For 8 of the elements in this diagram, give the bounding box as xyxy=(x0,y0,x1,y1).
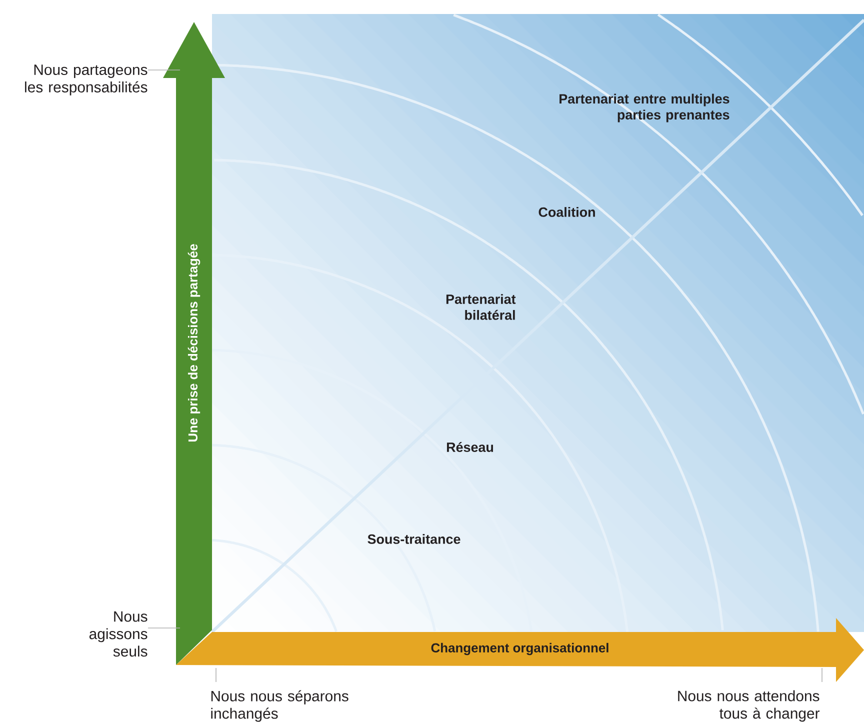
axis-label: Nous agissons seuls xyxy=(89,611,148,657)
region-label: Partenariat bilatéral xyxy=(446,294,516,320)
region-label: Coalition xyxy=(538,207,595,217)
region-label: Partenariat entre multiples parties prenantes xyxy=(560,94,730,122)
region-label: Sous-traitance xyxy=(368,534,460,544)
axis-label: Nous nous séparons inchangés xyxy=(211,690,348,722)
region-label: Réseau xyxy=(446,442,494,452)
axis-label: Nous partageons les responsabilités xyxy=(25,64,148,96)
